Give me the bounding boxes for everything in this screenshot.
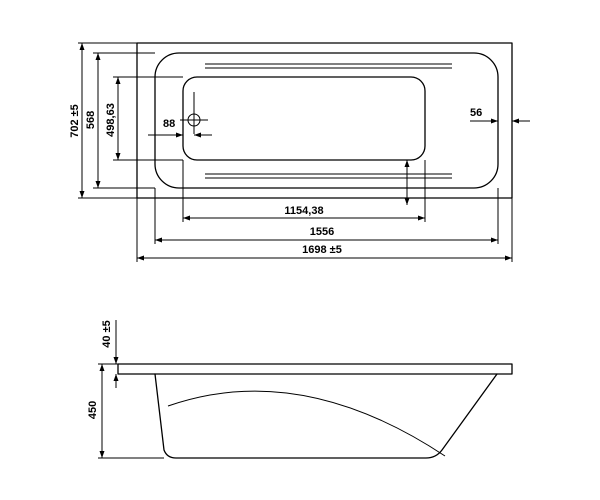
dim-rim-offset: 56 — [470, 107, 530, 124]
dim-overall-length: 1698 ±5 — [136, 198, 513, 262]
dim-tub-height: 450 — [87, 363, 118, 458]
drain-icon — [180, 92, 208, 134]
dim-label-rim-height: 40 ±5 — [101, 320, 113, 347]
dim-label-inner-width: 568 — [85, 111, 97, 129]
dim-drain-offset: 88 — [148, 118, 212, 138]
dim-label-overall-length: 1698 ±5 — [302, 244, 342, 256]
dim-label-tub-height: 450 — [87, 401, 99, 419]
dim-rim-height: 40 ±5 — [101, 320, 119, 388]
dim-label-overall-width: 702 ±5 — [69, 104, 81, 138]
dim-inner-width: 568 — [85, 52, 155, 189]
top-view: 702 ±5 568 498,63 88 56 — [69, 42, 530, 262]
dim-label-inner-length: 1556 — [310, 226, 334, 238]
dim-bottom-length: 1154,38 — [182, 160, 426, 222]
side-tub-body — [154, 373, 498, 459]
dim-label-bottom-width: 498,63 — [105, 103, 117, 137]
side-tub-inner-curve — [167, 390, 446, 457]
tub-bottom — [182, 76, 426, 161]
dim-bottom-width: 498,63 — [105, 76, 183, 161]
dim-overall-width: 702 ±5 — [69, 42, 137, 199]
dim-label-rim-offset: 56 — [470, 107, 482, 119]
dim-label-bottom-length: 1154,38 — [284, 205, 323, 217]
dim-label-drain-offset: 88 — [163, 118, 175, 130]
side-view: 40 ±5 450 — [87, 320, 513, 459]
side-rim — [117, 363, 513, 375]
dim-inner-length: 1556 — [154, 188, 499, 244]
